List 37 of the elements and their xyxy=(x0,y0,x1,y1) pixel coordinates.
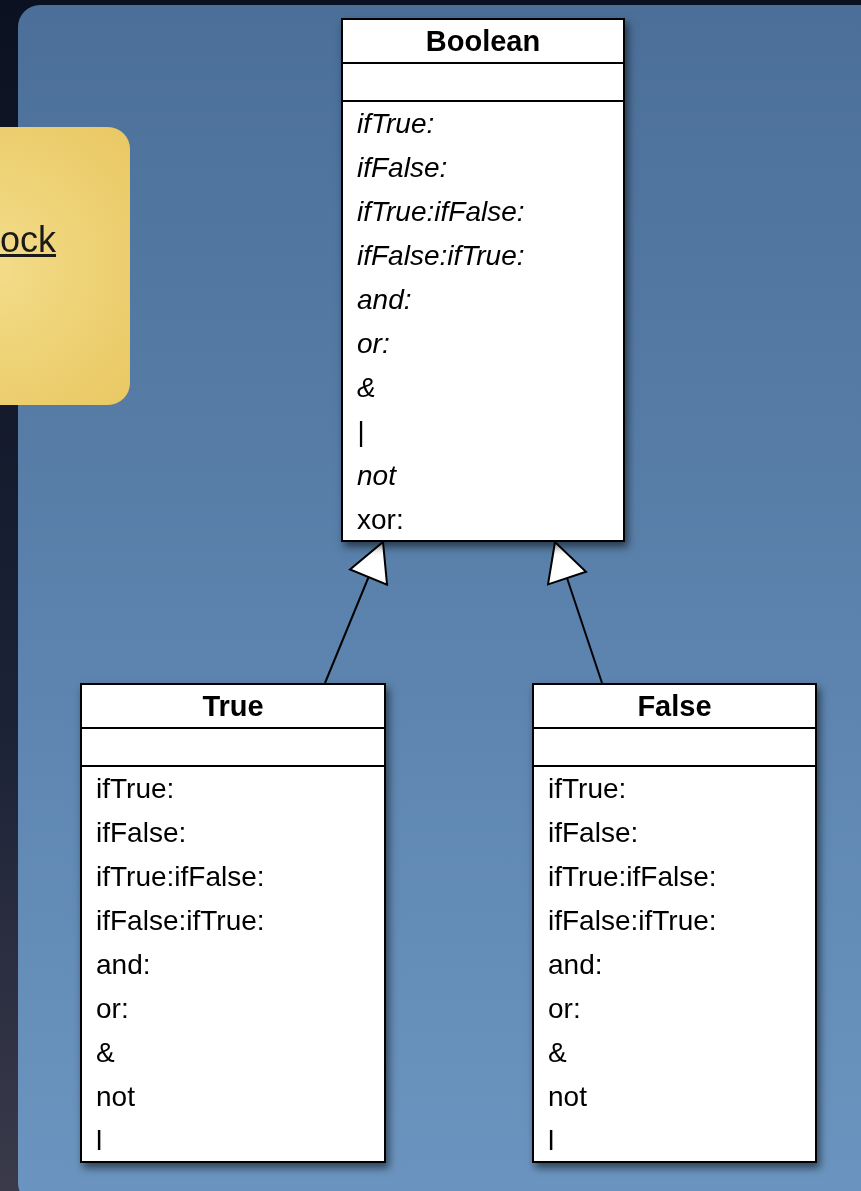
method-name: not xyxy=(547,1080,588,1114)
method-name: ifFalse:ifTrue: xyxy=(547,904,718,938)
method-name: ifFalse: xyxy=(547,816,640,850)
method-name: or: xyxy=(356,327,391,361)
method-name: & xyxy=(547,1036,568,1070)
method-name: or: xyxy=(547,992,582,1026)
class-box xyxy=(341,18,625,542)
method-name: ifFalse: xyxy=(356,151,449,185)
method-name: & xyxy=(95,1036,116,1070)
inheritance-arrow xyxy=(324,541,389,684)
class-box xyxy=(532,683,817,1163)
method-name: not xyxy=(356,459,398,493)
link: ock xyxy=(0,219,57,261)
method-name: ifFalse:ifTrue: xyxy=(95,904,266,938)
method-name: ifFalse: xyxy=(95,816,188,850)
class-name: False xyxy=(534,685,815,729)
method-name: ifTrue: xyxy=(356,107,436,141)
class-name: Boolean xyxy=(343,20,623,64)
method-name: and: xyxy=(547,948,604,982)
method-name: ifTrue: xyxy=(95,772,176,806)
method-name: or: xyxy=(95,992,130,1026)
method-name: l xyxy=(95,1124,104,1158)
class-box xyxy=(80,683,386,1163)
method-name: and: xyxy=(95,948,152,982)
method-name: ifTrue:ifFalse: xyxy=(356,195,526,229)
inheritance-arrow xyxy=(547,541,603,684)
method-name: ifFalse:ifTrue: xyxy=(356,239,526,273)
method-name: not xyxy=(95,1080,136,1114)
method-name: ifTrue:ifFalse: xyxy=(95,860,266,894)
method-name: and: xyxy=(356,283,413,317)
method-name: ifTrue: xyxy=(547,772,628,806)
method-name: & xyxy=(356,371,377,405)
method-name: l xyxy=(547,1124,556,1158)
method-name: | xyxy=(356,415,366,449)
method-name: ifTrue:ifFalse: xyxy=(547,860,718,894)
class-name: True xyxy=(82,685,384,729)
method-name: xor: xyxy=(356,503,405,537)
